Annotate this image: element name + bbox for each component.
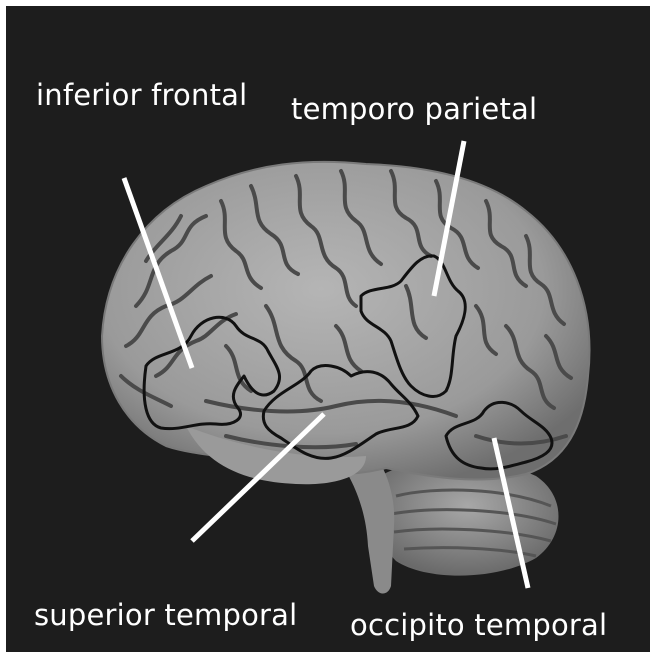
label-inferior-frontal: inferior frontal [36, 78, 247, 112]
label-temporo-parietal: temporo parietal [291, 92, 537, 126]
label-occipito-temporal: occipito temporal [350, 608, 607, 642]
image-panel: inferior frontal temporo parietal superi… [6, 6, 650, 652]
label-superior-temporal: superior temporal [34, 598, 297, 632]
